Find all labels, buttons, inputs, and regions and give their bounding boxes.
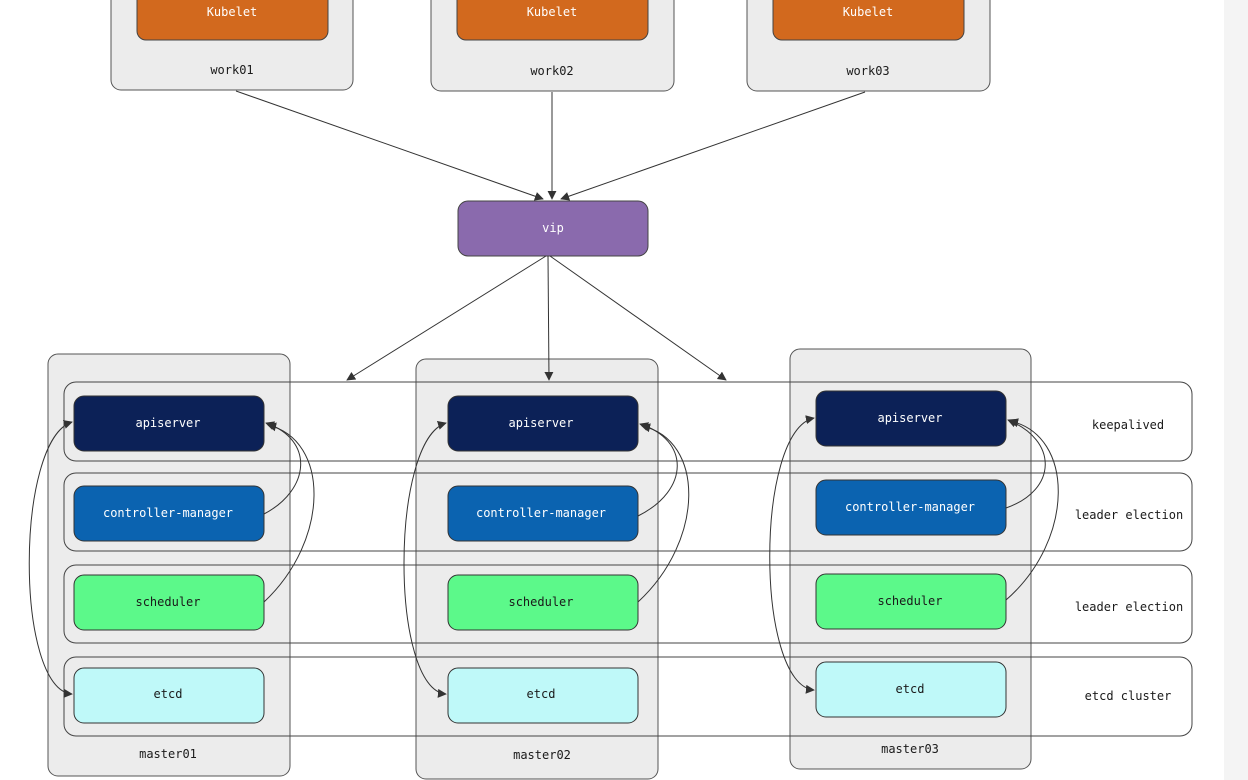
controller-manager-label: controller-manager [476, 506, 606, 520]
master02-components: apiserver controller-manager scheduler e… [447, 395, 639, 724]
worker-to-vip-arrows [235, 90, 866, 201]
connector-cm-apiserver-m03 [1005, 418, 1046, 509]
worker-name: work03 [846, 64, 889, 78]
layer-label-keepalived: keepalived [1092, 418, 1164, 432]
page-right-gutter [1224, 0, 1248, 780]
etcd-label: etcd [527, 687, 556, 701]
layer-label-leader-election-cm: leader election [1075, 508, 1183, 522]
scheduler-label: scheduler [877, 594, 942, 608]
worker-node-work02: Kubelet work02 [430, 0, 675, 92]
controller-manager-box [447, 485, 639, 542]
kubelet-box [456, 0, 649, 41]
controller-manager-label: controller-manager [103, 506, 233, 520]
layer-label-etcd-cluster: etcd cluster [1085, 689, 1172, 703]
arrow-vip-master02 [544, 255, 554, 381]
scheduler-box [447, 574, 639, 631]
arrow-vip-master03 [549, 255, 727, 381]
master-name: master02 [513, 748, 571, 762]
connector-cm-apiserver-m01 [263, 421, 302, 515]
worker-node-work03: Kubelet work03 [746, 0, 991, 92]
master03-components: apiserver controller-manager scheduler e… [815, 390, 1007, 718]
vip-to-masters-arrows [346, 255, 727, 381]
arrow-work03-vip [560, 91, 866, 201]
etcd-label: etcd [154, 687, 183, 701]
master-name: master01 [139, 747, 197, 761]
connector-sched-apiserver-m01 [263, 422, 315, 603]
kubelet-label: Kubelet [207, 5, 258, 19]
scheduler-box [815, 573, 1007, 630]
master01-components: apiserver controller-manager scheduler e… [73, 395, 265, 724]
connector-etcd-apiserver-m03 [769, 415, 815, 694]
connector-sched-apiserver-m03 [1005, 418, 1059, 601]
scheduler-label: scheduler [135, 595, 200, 609]
worker-name: work01 [210, 63, 253, 77]
layer-label-leader-election-sched: leader election [1075, 600, 1183, 614]
connector-etcd-apiserver-m02 [403, 421, 447, 698]
vip-node: vip [457, 200, 649, 257]
vip-label: vip [542, 221, 564, 235]
apiserver-label: apiserver [135, 416, 200, 430]
etcd-box [73, 667, 265, 724]
scheduler-box [73, 574, 265, 631]
kubelet-label: Kubelet [527, 5, 578, 19]
worker-name: work02 [530, 64, 573, 78]
apiserver-box [447, 395, 639, 452]
arrow-vip-master01 [346, 255, 547, 381]
kubelet-box [772, 0, 965, 41]
scheduler-label: scheduler [508, 595, 573, 609]
apiserver-label: apiserver [877, 411, 942, 425]
etcd-box [447, 667, 639, 724]
kubelet-label: Kubelet [843, 5, 894, 19]
master-name: master03 [881, 742, 939, 756]
arrow-work01-vip [235, 90, 544, 201]
controller-manager-label: controller-manager [845, 500, 975, 514]
worker-node-work01: Kubelet work01 [110, 0, 354, 91]
kubelet-box [136, 0, 329, 41]
apiserver-box [815, 390, 1007, 447]
apiserver-box [73, 395, 265, 452]
etcd-label: etcd [896, 682, 925, 696]
intra-master-connectors [28, 415, 1059, 698]
apiserver-label: apiserver [508, 416, 573, 430]
connector-etcd-apiserver-m01 [28, 420, 73, 698]
connector-sched-apiserver-m02 [637, 423, 690, 603]
etcd-box [815, 661, 1007, 718]
